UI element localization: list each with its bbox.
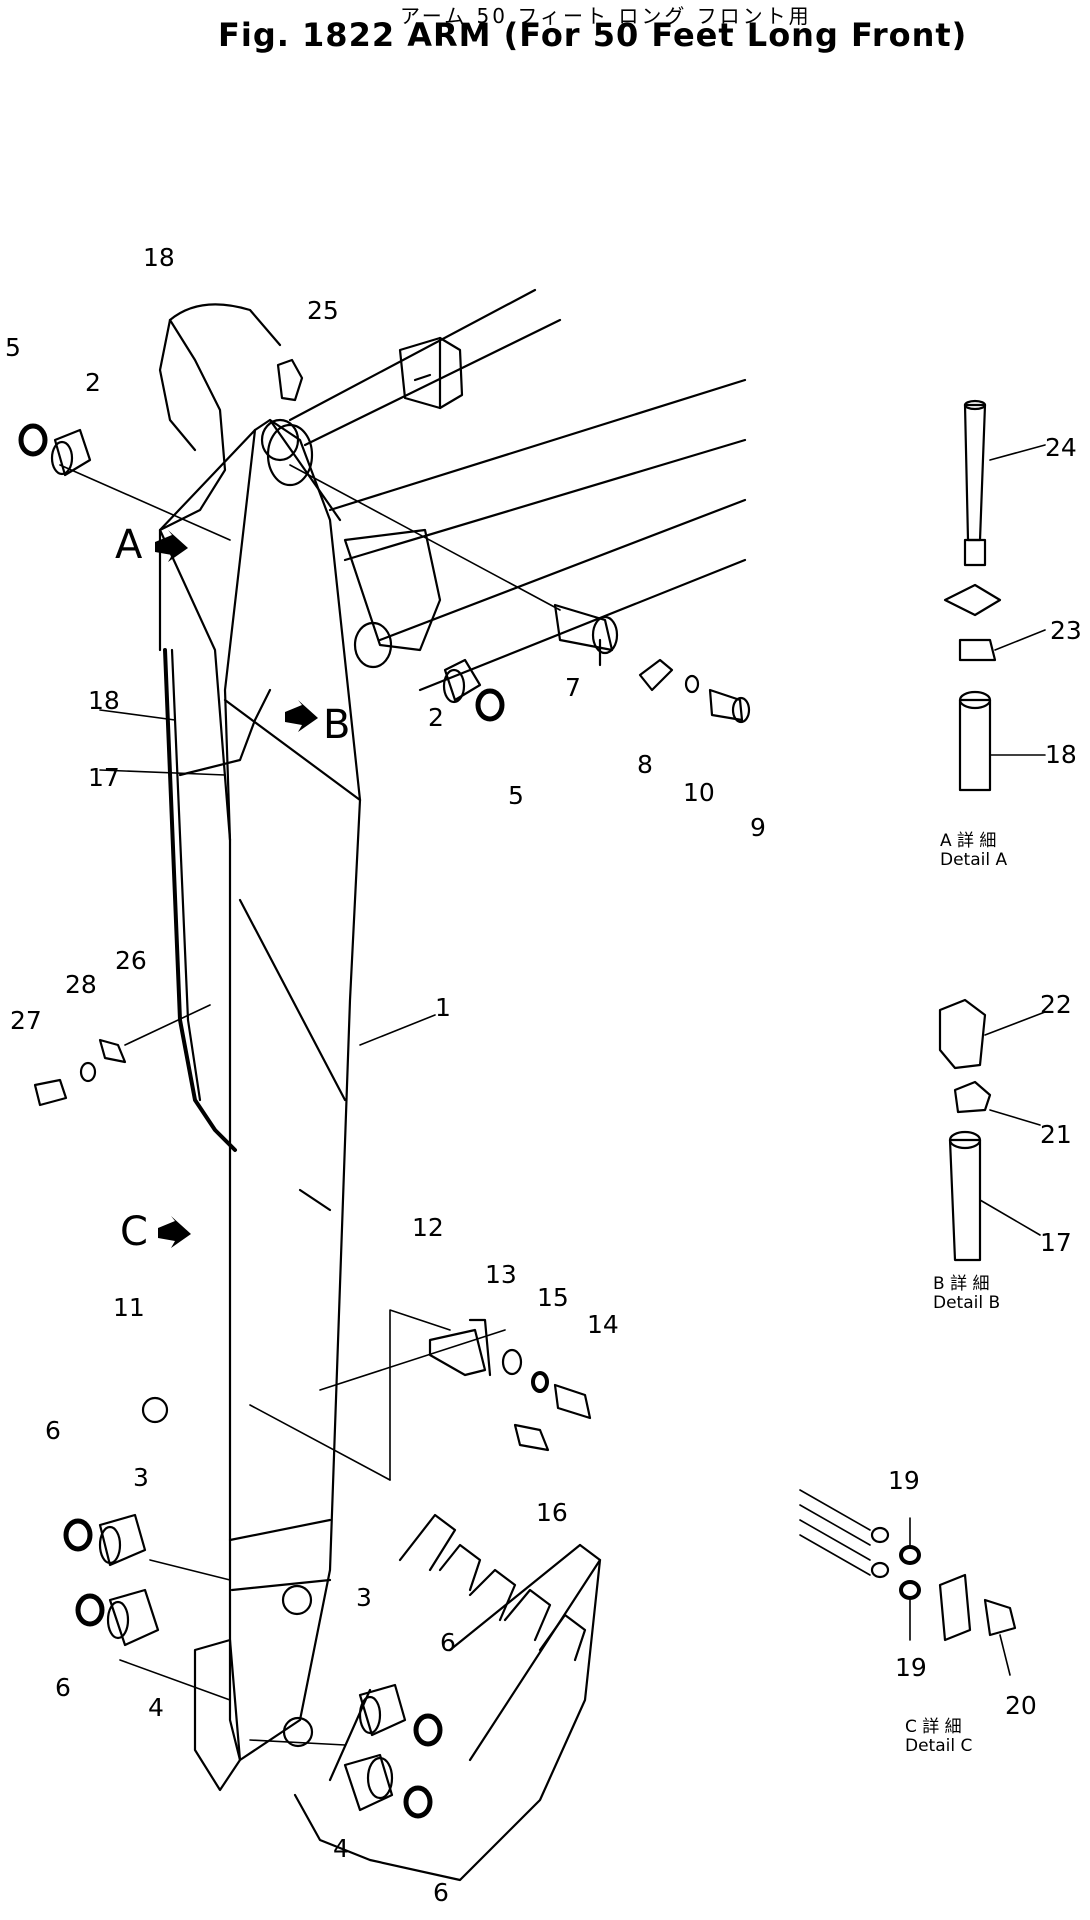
- callout-26: 26: [115, 946, 147, 975]
- callout-4a: 4: [148, 1693, 164, 1722]
- callout-1: 1: [435, 993, 451, 1022]
- detail-a-caption: A 詳 細 Detail A: [940, 832, 1007, 869]
- marker-c: C: [120, 1209, 148, 1255]
- detail-c-caption-en: Detail C: [905, 1735, 973, 1756]
- callout-12: 12: [412, 1213, 444, 1242]
- callout-9: 9: [750, 813, 766, 842]
- callout-13: 13: [485, 1260, 517, 1289]
- callout-6b: 6: [55, 1673, 71, 1702]
- callout-18b: 18: [88, 686, 120, 715]
- callout-18a: 18: [143, 243, 175, 272]
- detail-a-caption-jp: A 詳 細: [940, 831, 997, 851]
- boom-lines: [288, 288, 747, 692]
- callout-14: 14: [587, 1310, 619, 1339]
- callout-28: 28: [65, 970, 97, 999]
- detail-c-caption-jp: C 詳 細: [905, 1717, 962, 1737]
- callout-6d: 6: [433, 1878, 449, 1907]
- callout-5a: 5: [5, 333, 21, 362]
- callout-25: 25: [307, 296, 339, 325]
- callout-2a: 2: [85, 368, 101, 397]
- detail-b-caption-jp: B 詳 細: [933, 1274, 990, 1294]
- callout-11: 11: [113, 1293, 145, 1322]
- cylinder-rod-end: [398, 336, 464, 410]
- callout-17b: 17: [1040, 1228, 1072, 1257]
- figure-title: Fig. 1822 ARM (For 50 Feet Long Front): [218, 16, 968, 54]
- arm-body: [158, 418, 442, 1762]
- callout-6a: 6: [45, 1416, 61, 1445]
- callout-24: 24: [1045, 433, 1077, 462]
- callout-10: 10: [683, 778, 715, 807]
- callout-19a: 19: [888, 1466, 920, 1495]
- callout-3a: 3: [133, 1463, 149, 1492]
- callout-3b: 3: [356, 1583, 372, 1612]
- detail-b-caption: B 詳 細 Detail B: [933, 1275, 1000, 1312]
- detail-c-drawing: [799, 1489, 1017, 1676]
- callout-17a: 17: [88, 763, 120, 792]
- detail-a-drawing: [943, 399, 1046, 792]
- callout-4b: 4: [333, 1834, 349, 1863]
- marker-a: A: [115, 522, 143, 568]
- callout-2b: 2: [428, 703, 444, 732]
- callout-22: 22: [1040, 990, 1072, 1019]
- detail-b-drawing: [938, 998, 1046, 1262]
- marker-arrows: [155, 530, 318, 1248]
- part-shapes: [18, 358, 751, 1819]
- detail-b-caption-en: Detail B: [933, 1292, 1001, 1313]
- figure-title-japanese: アーム 50 フィート ロング フロント用: [400, 4, 812, 28]
- marker-b: B: [323, 702, 351, 748]
- detail-a-caption-en: Detail A: [940, 849, 1008, 870]
- leader-lines: [59, 464, 561, 1746]
- callout-16: 16: [536, 1498, 568, 1527]
- callout-20: 20: [1005, 1691, 1037, 1720]
- callout-19b: 19: [895, 1653, 927, 1682]
- callout-5b: 5: [508, 781, 524, 810]
- callout-27: 27: [10, 1006, 42, 1035]
- bucket: [193, 1513, 602, 1882]
- callout-6c: 6: [440, 1628, 456, 1657]
- callout-18c: 18: [1045, 740, 1077, 769]
- callout-21: 21: [1040, 1120, 1072, 1149]
- callout-7: 7: [565, 673, 581, 702]
- callout-8: 8: [637, 750, 653, 779]
- callout-15: 15: [537, 1283, 569, 1312]
- detail-c-caption: C 詳 細 Detail C: [905, 1718, 972, 1755]
- callout-23: 23: [1050, 616, 1082, 645]
